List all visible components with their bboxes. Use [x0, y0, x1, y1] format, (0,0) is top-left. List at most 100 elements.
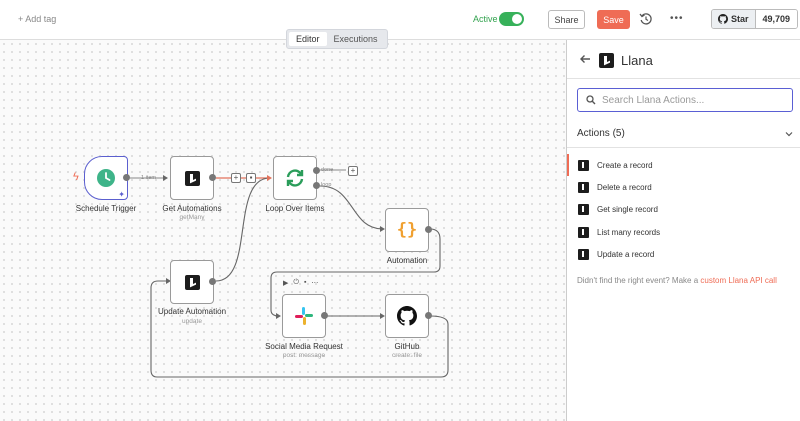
action-label: Get single record — [597, 205, 658, 215]
node-label-schedule: Schedule Trigger — [75, 204, 137, 213]
share-button[interactable]: Share — [548, 10, 585, 29]
node-schedule-trigger[interactable]: ✦ — [84, 156, 128, 200]
llana-logo-icon — [578, 182, 589, 194]
node-label-social: Social Media Request — [265, 342, 343, 351]
tab-executions[interactable]: Executions — [333, 34, 378, 44]
node-github[interactable] — [385, 294, 429, 338]
more-icon[interactable]: ••• — [670, 13, 684, 24]
action-item[interactable]: Update a record — [567, 244, 800, 266]
slack-icon — [295, 307, 313, 325]
execute-node-icon[interactable]: ▶ — [283, 280, 289, 287]
loop-icon — [286, 169, 304, 187]
trigger-bolt-icon: ϟ — [73, 171, 79, 183]
chevron-down-icon[interactable] — [785, 130, 793, 138]
action-label: List many records — [597, 227, 661, 237]
llana-logo-icon — [578, 204, 589, 216]
node-get-automations[interactable] — [170, 156, 214, 200]
edge-label-done: done — [321, 167, 334, 173]
panel-title: Llana — [621, 53, 653, 68]
node-label-github: GitHub — [394, 342, 420, 351]
add-tag-link[interactable]: + Add tag — [18, 14, 57, 24]
output-handle[interactable] — [425, 226, 432, 233]
action-item[interactable]: List many records — [567, 221, 800, 243]
search-input[interactable] — [602, 94, 782, 106]
arrow-get — [163, 175, 168, 181]
code-braces-icon: {} — [396, 220, 418, 240]
llana-logo-icon — [578, 226, 589, 238]
action-label: Delete a record — [597, 183, 652, 193]
node-social-media-request[interactable] — [282, 294, 326, 338]
node-loop-over-items[interactable] — [273, 156, 317, 200]
workflow-canvas[interactable] — [0, 40, 566, 421]
connection-update-loop — [215, 177, 271, 282]
tab-editor[interactable]: Editor — [289, 32, 327, 46]
output-handle[interactable] — [321, 312, 328, 319]
pin-icon: ✦ — [118, 190, 125, 199]
active-toggle[interactable] — [499, 12, 524, 26]
output-handle[interactable] — [209, 174, 216, 181]
node-label-update: Update Automation — [157, 307, 227, 316]
github-icon — [397, 306, 417, 326]
edge-delete-button[interactable]: ▪ — [246, 173, 256, 183]
loop-output-handle[interactable] — [313, 182, 320, 189]
arrow-github — [380, 313, 385, 319]
node-update-automation[interactable] — [170, 260, 214, 304]
llana-logo-icon — [184, 274, 200, 290]
hint-text: Didn't find the right event? Make a — [577, 276, 701, 285]
arrow-social — [276, 313, 281, 319]
custom-api-hint: Didn't find the right event? Make a cust… — [577, 276, 777, 285]
action-label: Create a record — [597, 160, 653, 170]
connection-loop-automation — [319, 185, 384, 230]
arrow-loop — [267, 175, 272, 181]
llana-logo-icon — [184, 170, 200, 186]
back-arrow-icon[interactable] — [579, 53, 591, 65]
action-item[interactable]: Delete a record — [567, 176, 800, 198]
power-icon[interactable]: ⏻ — [293, 279, 299, 286]
node-automation[interactable]: {} — [385, 208, 429, 252]
node-sub-update: update — [182, 318, 202, 325]
node-label-automation: Automation — [386, 256, 428, 265]
action-list: Create a record Delete a record Get sing… — [567, 154, 800, 266]
node-more-icon[interactable]: ⋯ — [311, 280, 319, 287]
llana-logo-icon — [599, 53, 614, 68]
action-label: Update a record — [597, 250, 655, 260]
edge-label-items: 1 item — [141, 175, 156, 181]
save-button[interactable]: Save — [597, 10, 630, 29]
connection-automation-social — [270, 228, 441, 317]
action-item[interactable]: Create a record — [567, 154, 800, 177]
clock-icon — [97, 169, 115, 187]
arrow-automation — [380, 226, 385, 232]
node-label-loop: Loop Over Items — [265, 204, 325, 213]
actions-section-header[interactable]: Actions (5) — [567, 124, 800, 148]
done-output-handle[interactable] — [313, 167, 320, 174]
custom-api-link[interactable]: custom Llana API call — [700, 276, 777, 285]
output-handle[interactable] — [209, 278, 216, 285]
done-add-button[interactable]: + — [348, 166, 358, 176]
action-item[interactable]: Get single record — [567, 199, 800, 221]
arrow-update — [166, 278, 171, 284]
actions-section-title: Actions (5) — [577, 128, 625, 139]
node-creator-panel: Llana Actions (5) Create a record Delete… — [566, 40, 800, 421]
github-star-button[interactable]: Star — [712, 10, 756, 28]
llana-logo-icon — [578, 249, 589, 261]
node-sub-social: post: message — [282, 352, 326, 359]
search-field[interactable] — [577, 88, 793, 112]
active-label: Active — [473, 14, 498, 24]
output-handle[interactable] — [425, 312, 432, 319]
search-icon — [586, 95, 596, 105]
star-count: 49,709 — [755, 10, 798, 28]
node-toolbar: ▶ ⏻ ▪ ⋯ — [283, 279, 318, 287]
trash-icon[interactable]: ▪ — [303, 279, 307, 286]
mode-tabs: Editor Executions — [286, 29, 388, 49]
history-icon[interactable] — [639, 12, 653, 26]
github-icon — [718, 14, 728, 24]
panel-header: Llana — [567, 40, 800, 79]
edge-add-button[interactable]: + — [231, 173, 241, 183]
connection-github-update — [150, 280, 449, 378]
output-handle[interactable] — [123, 174, 130, 181]
edge-label-loop: loop — [321, 182, 332, 188]
node-sub-get: getMany — [179, 214, 205, 221]
top-bar: + Add tag Active Share Save ••• Star 49,… — [0, 0, 800, 40]
star-label: Star — [731, 14, 749, 24]
github-star-group[interactable]: Star 49,709 — [711, 9, 799, 29]
